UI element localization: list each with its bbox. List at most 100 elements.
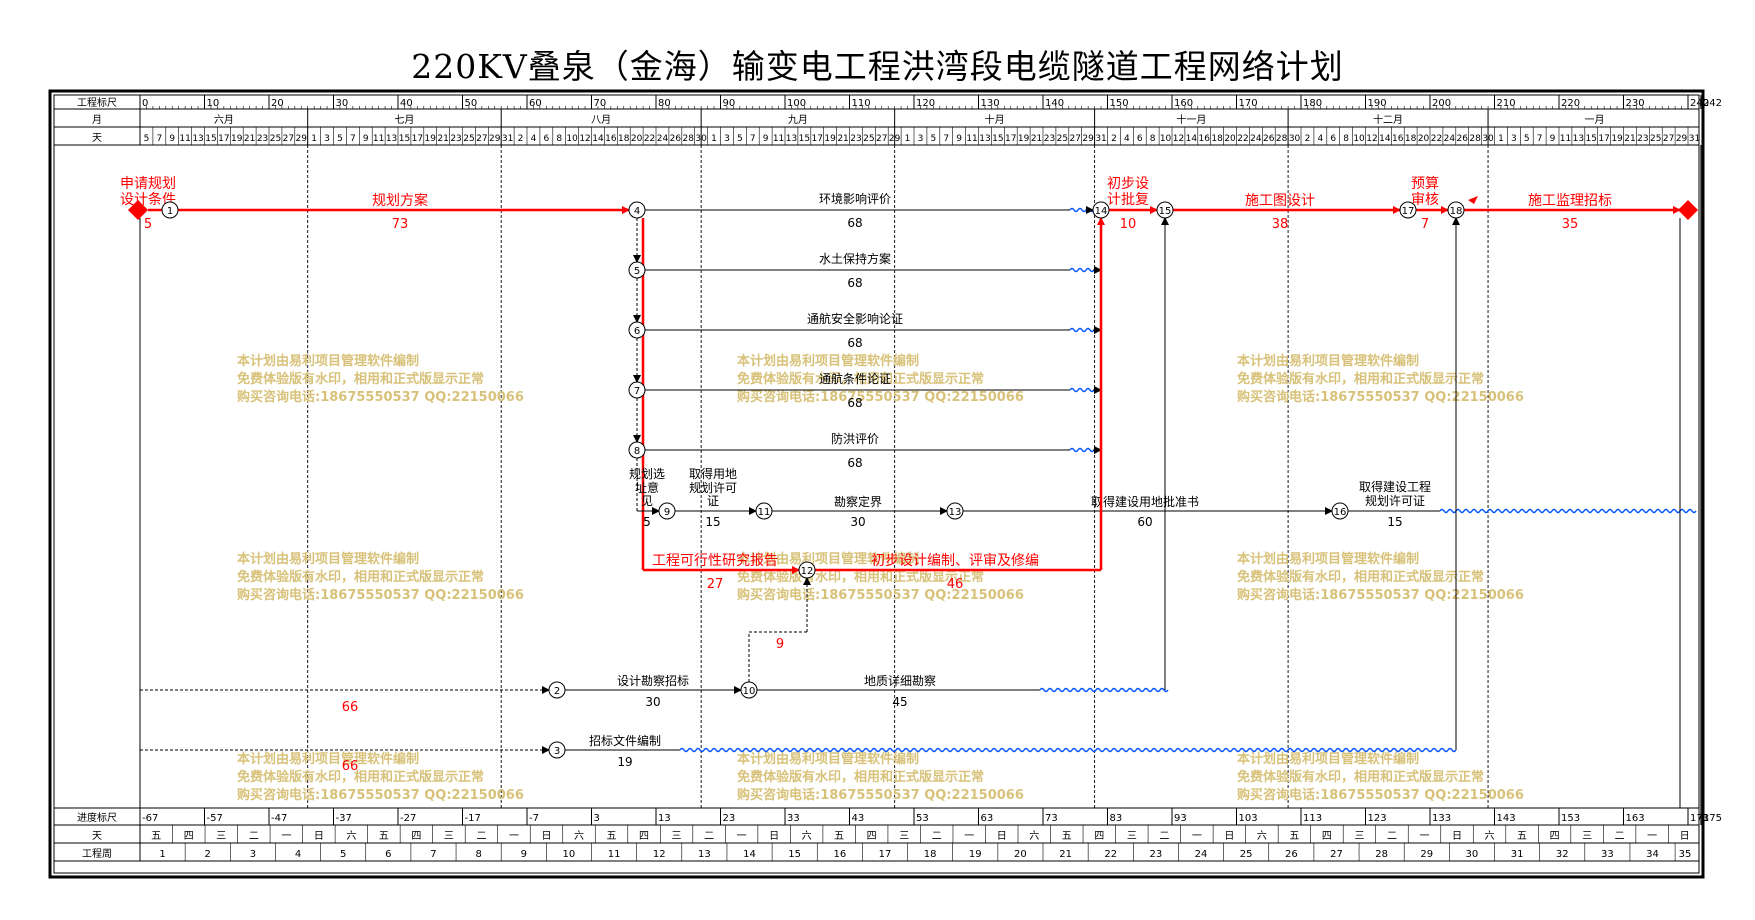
weekday-label: 六 [346, 830, 356, 842]
day-label: 20 [1224, 134, 1236, 144]
node-number: 16 [1334, 507, 1347, 518]
week-label: 5 [340, 849, 346, 860]
week-label: 30 [1466, 849, 1479, 860]
progress-tick-label: 73 [1045, 813, 1058, 824]
day-label: 19 [231, 134, 243, 144]
day-label: 14 [1186, 134, 1198, 144]
day-label: 26 [1457, 134, 1469, 144]
day-label: 24 [657, 134, 669, 144]
weekday-label: 五 [151, 831, 161, 842]
week-label: 10 [563, 849, 576, 860]
progress-tick-label: -37 [336, 813, 352, 824]
watermark-text: 免费体验版有水印，相用和正式版显示正常 [1237, 371, 1484, 387]
scale-tick-label: 230 [1626, 98, 1645, 109]
day-label: 7 [943, 134, 949, 144]
week-label: 25 [1240, 849, 1253, 860]
day-label: 28 [683, 134, 695, 144]
day-label: 27 [283, 134, 294, 144]
day-label: 8 [556, 134, 562, 144]
weekday-label: 五 [607, 831, 617, 842]
weekday-label: 六 [1029, 830, 1039, 842]
day-label: 12 [1366, 134, 1377, 144]
scale-tick-label: 242 [1703, 98, 1722, 109]
header-label-scale: 工程标尺 [77, 97, 117, 109]
study-float-soil [1069, 267, 1095, 273]
build-permit-name-2: 规划许可证 [1365, 493, 1425, 508]
node-circle [628, 261, 646, 279]
budget-name-1: 预算 [1411, 176, 1439, 192]
node-circle [1399, 201, 1417, 219]
week-label: 31 [1511, 849, 1524, 860]
weekday-label: 日 [1452, 831, 1462, 842]
day-label: 26 [670, 134, 682, 144]
land-permit-name-2: 规划许可 [689, 480, 737, 495]
tender-docs-duration: 19 [617, 755, 632, 769]
day-label: 2 [1111, 134, 1117, 144]
day-label: 13 [786, 134, 797, 144]
day-label: 4 [1317, 134, 1323, 144]
day-label: 25 [463, 134, 474, 144]
scale-tick-label: 240 [1690, 98, 1709, 109]
day-label: 14 [592, 134, 604, 144]
node-number: 10 [743, 686, 756, 697]
geo-survey-name: 地质详细勘察 [864, 673, 936, 688]
day-label: 21 [1031, 134, 1042, 144]
build-permit-name-1: 取得建设工程 [1359, 479, 1431, 494]
study-duration-nav_cond: 68 [847, 396, 862, 410]
prelim-approval-duration: 10 [1120, 217, 1137, 232]
prelim-design-name: 初步设计编制、评审及修编 [871, 552, 1039, 569]
day-label: 16 [1199, 134, 1211, 144]
weekday-label: 二 [476, 831, 486, 842]
node-number: 13 [949, 507, 962, 518]
day-label: 11 [966, 134, 977, 144]
weekday-label: 三 [672, 831, 682, 842]
day-label: 31 [1095, 134, 1106, 144]
node-circle [161, 201, 179, 219]
week-label: 16 [833, 849, 846, 860]
progress-tick-label: -7 [529, 813, 539, 824]
scale-tick-label: 140 [1045, 98, 1064, 109]
study-name-env: 环境影响评价 [819, 191, 891, 206]
node-circle [798, 561, 816, 579]
week-label: 7 [430, 849, 436, 860]
tender-docs-float [679, 747, 1457, 753]
survey-bound-duration: 30 [850, 515, 865, 529]
planning-name: 规划方案 [372, 192, 428, 209]
weekday-label: 日 [1224, 831, 1234, 842]
weekday-label: 六 [574, 830, 584, 842]
node-number: 14 [1095, 206, 1108, 217]
day-label: 15 [799, 134, 810, 144]
land-approval-name: 取得建设用地批准书 [1091, 494, 1199, 509]
scale-tick-label: 150 [1110, 98, 1129, 109]
study-name-soil: 水土保持方案 [819, 251, 891, 266]
scale-tick-label: 90 [723, 98, 736, 109]
node-number: 3 [554, 746, 560, 757]
month-label: 十月 [985, 113, 1005, 126]
lead-3-duration: 66 [342, 759, 359, 774]
weekday-label: 五 [1517, 831, 1527, 842]
progress-tick-label: 173 [1690, 813, 1709, 824]
prelim-design-duration: 46 [947, 577, 964, 592]
study-name-nav_cond: 通航条件论证 [819, 371, 891, 386]
survey-bound-name: 勘察定界 [834, 494, 882, 509]
day-label: 11 [1560, 134, 1571, 144]
construction-design-duration: 38 [1272, 217, 1289, 232]
day-label: 13 [1573, 134, 1584, 144]
day-label: 23 [257, 134, 268, 144]
scale-tick-label: 20 [271, 98, 284, 109]
node-number: 8 [634, 446, 640, 457]
weekday-label: 日 [769, 831, 779, 842]
week-label: 33 [1601, 849, 1614, 860]
day-label: 10 [566, 134, 578, 144]
day-label: 13 [386, 134, 397, 144]
weekday-label: 一 [509, 831, 519, 842]
supervision-duration: 35 [1562, 217, 1579, 232]
watermark-text: 本计划由易利项目管理软件编制 [737, 551, 919, 567]
week-label: 24 [1195, 849, 1208, 860]
week-label: 32 [1556, 849, 1569, 860]
survey-tender-duration: 30 [645, 695, 660, 709]
progress-tick-label: 175 [1703, 813, 1722, 824]
scale-tick-label: 40 [400, 98, 413, 109]
week-label: 15 [788, 849, 801, 860]
